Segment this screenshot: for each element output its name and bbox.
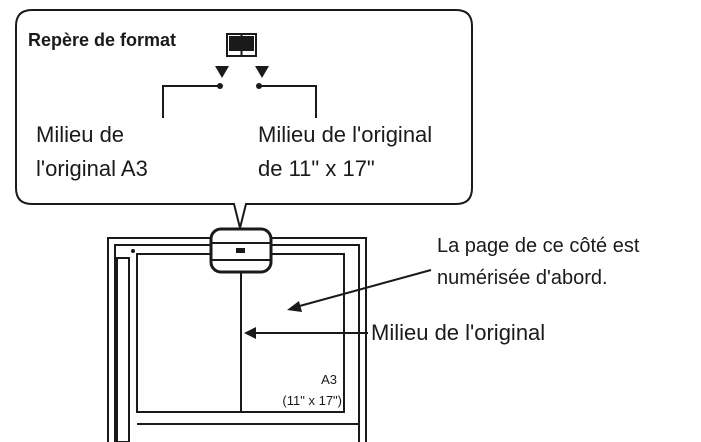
open-book-icon (226, 33, 257, 57)
first-side-line2: numérisée d'abord. (437, 267, 608, 289)
leader-a3 (162, 85, 220, 118)
label-a3-line1: Milieu de (36, 122, 124, 147)
label-11x17-line1: Milieu de l'original (258, 122, 432, 147)
format-marker-left (215, 66, 229, 78)
label-11x17-line2: de 11" x 17" (258, 156, 375, 181)
format-indicator-box (209, 227, 273, 274)
indicator-mark (236, 248, 245, 253)
first-side-line1: La page de ce côté est (437, 235, 640, 257)
first-side-arrow (287, 269, 432, 312)
original-sheet (136, 253, 345, 413)
center-arrow (244, 327, 368, 339)
label-a3-line2: l'original A3 (36, 156, 148, 181)
callout-leaders (162, 85, 317, 118)
center-annotation: Milieu de l'original (371, 320, 545, 345)
leader-a3-dot (217, 83, 223, 89)
format-marker-right (255, 66, 269, 78)
callout-title: Repère de format (28, 30, 176, 50)
corner-mark (131, 249, 135, 253)
paper-size-a3: A3 (321, 372, 337, 387)
leader-11x17-dot (256, 83, 262, 89)
left-guide-strip (116, 257, 130, 442)
callout-bubble (15, 9, 473, 229)
leader-11x17 (259, 85, 317, 118)
paper-size-11x17: (11" x 17") (282, 393, 342, 408)
